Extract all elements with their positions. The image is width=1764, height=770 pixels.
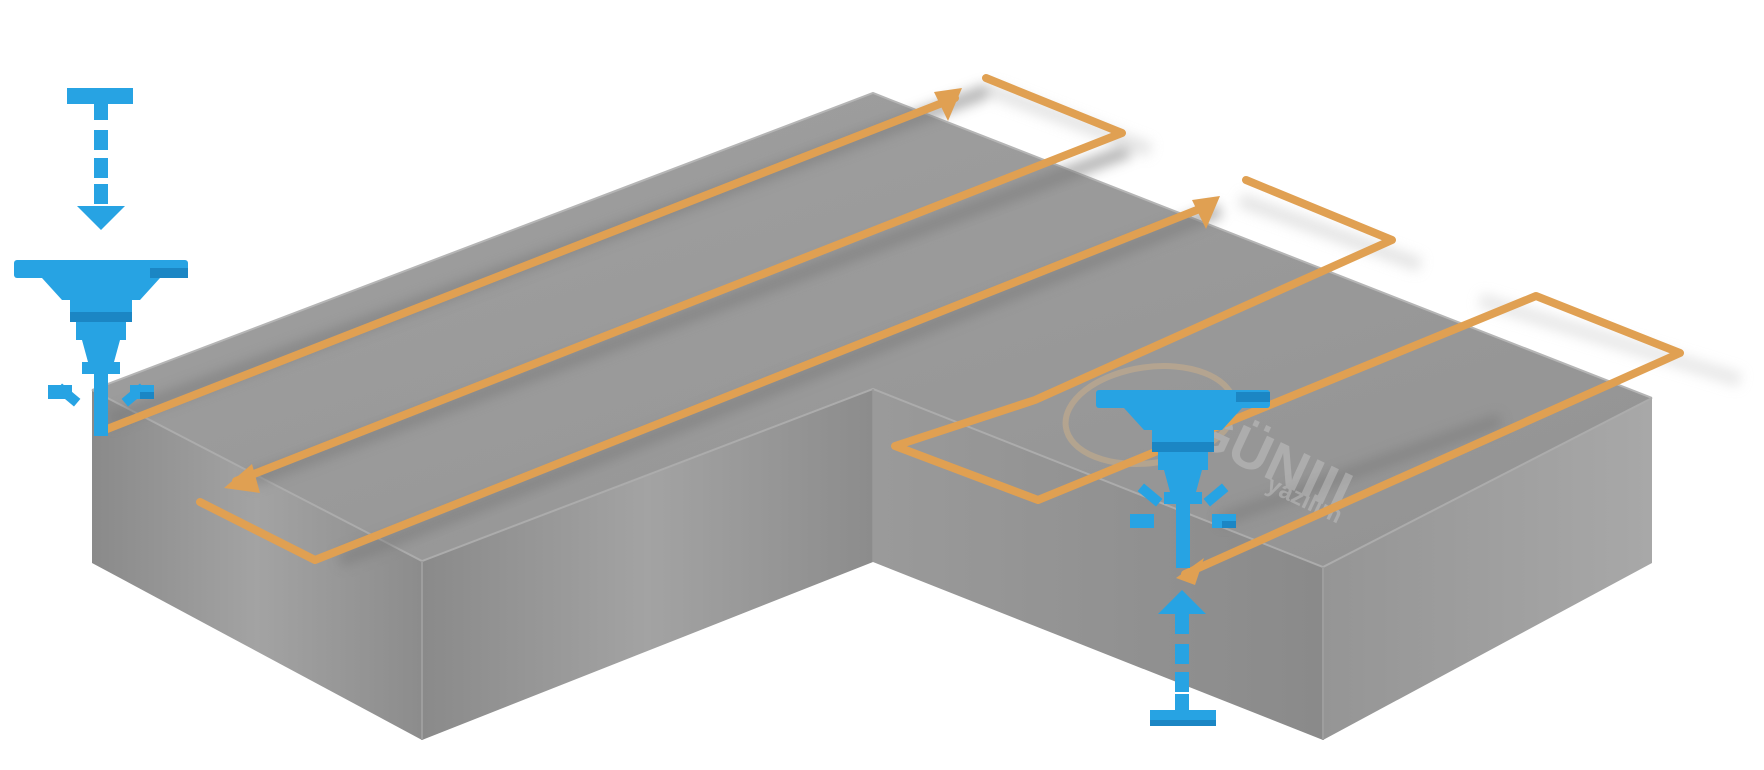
- toolpath-arrow-icon: [1176, 558, 1204, 585]
- retract-up-arrow-icon: [1150, 590, 1216, 726]
- toolpath-segment-3: [196, 200, 1216, 564]
- block-front-face: [92, 390, 422, 740]
- block-top-face: [92, 93, 1652, 567]
- cnc-spindle-icon: [1096, 390, 1270, 568]
- toolpath-arrowheads: [224, 88, 1220, 585]
- toolpath-segment-2: [232, 74, 1126, 485]
- cnc-spindle-right: [1096, 390, 1270, 726]
- cnc-spindle-icon: [14, 260, 188, 436]
- cnc-spindle-left: [14, 88, 188, 436]
- toolpath-arrow-icon: [1192, 196, 1220, 229]
- block-top-edge: [91, 91, 1653, 399]
- toolpath: [98, 74, 1684, 578]
- block-right-face: [1323, 398, 1652, 740]
- plunge-down-arrow-icon: [67, 88, 133, 230]
- toolpath-segment-4: [891, 176, 1684, 578]
- block-inner-face-left: [422, 389, 873, 740]
- workpiece-block: [91, 91, 1653, 740]
- toolpath-arrow-icon: [934, 88, 962, 121]
- toolpath-segment-1: [98, 94, 959, 435]
- toolpath-arrow-icon: [224, 464, 260, 493]
